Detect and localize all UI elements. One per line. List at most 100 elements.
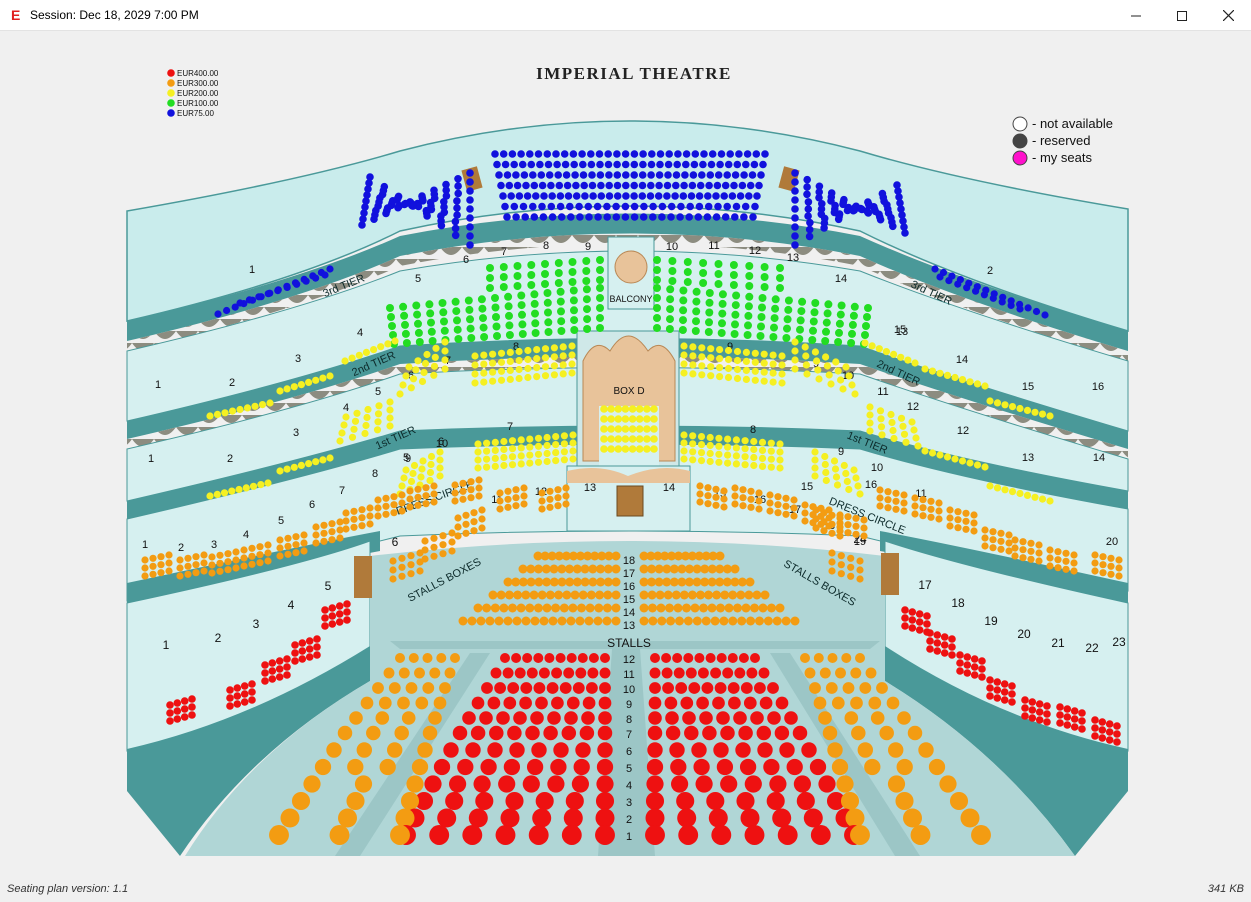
seat[interactable] [555, 181, 564, 190]
seat[interactable] [240, 690, 249, 698]
seat[interactable] [505, 791, 524, 811]
seat[interactable] [506, 357, 514, 365]
seat[interactable] [430, 482, 438, 490]
seat[interactable] [635, 435, 644, 443]
seat[interactable] [546, 495, 554, 503]
seat[interactable] [759, 160, 767, 169]
seat[interactable] [1113, 722, 1121, 730]
seat[interactable] [350, 425, 358, 433]
seat[interactable] [643, 435, 651, 443]
seat[interactable] [467, 334, 476, 342]
seat[interactable] [173, 707, 182, 715]
seat[interactable] [892, 497, 900, 505]
seat[interactable] [559, 343, 567, 351]
seat[interactable] [1043, 702, 1051, 710]
seat[interactable] [533, 551, 543, 561]
seat[interactable] [412, 301, 421, 310]
seat[interactable] [595, 150, 604, 158]
seat[interactable] [831, 696, 845, 710]
seat[interactable] [948, 643, 956, 651]
seat[interactable] [836, 310, 845, 319]
seat[interactable] [374, 504, 382, 512]
seat[interactable] [470, 527, 478, 535]
seat[interactable] [559, 682, 572, 694]
seat[interactable] [426, 309, 435, 318]
seat[interactable] [507, 725, 522, 741]
seat[interactable] [791, 205, 799, 213]
seat[interactable] [790, 616, 800, 626]
seat[interactable] [840, 791, 860, 811]
seat[interactable] [414, 493, 422, 501]
seat[interactable] [214, 310, 222, 318]
seat[interactable] [480, 378, 488, 386]
seat[interactable] [840, 461, 848, 470]
seat[interactable] [475, 492, 483, 500]
seat[interactable] [554, 486, 562, 494]
seat[interactable] [596, 314, 604, 322]
seat[interactable] [600, 653, 610, 663]
seat[interactable] [682, 150, 691, 158]
seat[interactable] [597, 181, 605, 190]
seat[interactable] [743, 696, 757, 710]
seat[interactable] [426, 468, 435, 477]
seat[interactable] [981, 542, 989, 550]
seat[interactable] [900, 507, 908, 515]
seat[interactable] [728, 590, 738, 600]
seat[interactable] [847, 572, 855, 580]
seat[interactable] [496, 489, 504, 497]
seat[interactable] [1023, 406, 1032, 414]
seat[interactable] [540, 551, 550, 561]
seat[interactable] [824, 300, 833, 309]
seat[interactable] [679, 296, 688, 305]
seat[interactable] [911, 494, 919, 502]
seat[interactable] [402, 339, 411, 347]
seat[interactable] [570, 326, 579, 334]
seat[interactable] [801, 509, 809, 517]
seat[interactable] [409, 375, 418, 383]
seat[interactable] [665, 603, 674, 613]
seat[interactable] [699, 160, 707, 169]
seat[interactable] [600, 405, 608, 413]
seat[interactable] [544, 160, 553, 169]
seat[interactable] [256, 551, 264, 559]
seat[interactable] [531, 319, 540, 328]
seat[interactable] [276, 544, 284, 552]
seat[interactable] [493, 160, 501, 169]
seat[interactable] [491, 462, 499, 470]
seat[interactable] [681, 171, 689, 179]
seat[interactable] [390, 493, 398, 501]
seat[interactable] [523, 192, 532, 200]
seat[interactable] [902, 438, 910, 446]
seat[interactable] [628, 425, 637, 433]
seat[interactable] [462, 711, 476, 725]
seat[interactable] [441, 356, 449, 364]
seat[interactable] [596, 284, 604, 292]
seat[interactable] [966, 378, 974, 386]
seat[interactable] [603, 590, 613, 600]
seat[interactable] [887, 775, 906, 793]
seat[interactable] [940, 649, 949, 657]
seat[interactable] [176, 564, 184, 572]
seat[interactable] [782, 334, 791, 342]
seat[interactable] [1028, 706, 1037, 714]
seat[interactable] [439, 532, 447, 540]
seat[interactable] [724, 435, 732, 443]
seat[interactable] [896, 758, 913, 776]
seat[interactable] [710, 667, 722, 679]
seat[interactable] [557, 327, 566, 335]
seat[interactable] [823, 309, 832, 318]
seat[interactable] [695, 192, 704, 200]
seat[interactable] [431, 353, 439, 361]
seat[interactable] [720, 775, 738, 793]
seat[interactable] [374, 496, 382, 504]
seat[interactable] [701, 616, 711, 626]
seat[interactable] [645, 791, 665, 811]
seat[interactable] [560, 432, 569, 440]
seat[interactable] [264, 479, 272, 487]
seat[interactable] [466, 223, 474, 231]
seat[interactable] [173, 715, 182, 723]
seat[interactable] [582, 267, 591, 275]
seat[interactable] [856, 557, 864, 565]
seat[interactable] [706, 449, 714, 458]
seat[interactable] [504, 302, 513, 311]
